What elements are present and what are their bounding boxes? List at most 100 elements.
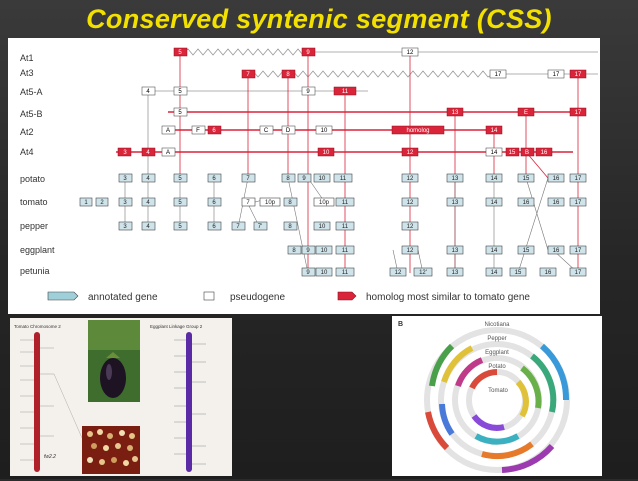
- tomato-genes: 1 2 3 4 5 6 7 10p 8 10p 11 12 13 14 16 1…: [79, 197, 587, 207]
- gene-box: [301, 47, 316, 57]
- svg-text:12: 12: [395, 270, 402, 276]
- svg-text:B: B: [525, 150, 529, 156]
- svg-text:16: 16: [553, 248, 560, 254]
- gene-box: [485, 125, 503, 135]
- row-label-at1: At1: [20, 53, 34, 63]
- gene-box: [173, 86, 188, 96]
- gene-box: [161, 125, 176, 135]
- svg-text:5: 5: [178, 89, 182, 95]
- svg-text:16: 16: [541, 150, 548, 156]
- gene-box: [569, 107, 587, 117]
- gene-box: [301, 86, 316, 96]
- svg-text:17: 17: [575, 110, 582, 116]
- svg-text:7: 7: [236, 224, 240, 230]
- gene-box: [117, 147, 132, 157]
- ortholog-connectors: [179, 52, 579, 273]
- svg-text:14: 14: [491, 248, 498, 254]
- row-label-at3: At3: [20, 68, 34, 78]
- svg-text:9: 9: [302, 176, 306, 182]
- svg-text:7: 7: [246, 200, 250, 206]
- svg-text:5: 5: [178, 176, 182, 182]
- svg-text:14: 14: [491, 200, 498, 206]
- row-label-potato: potato: [20, 174, 45, 184]
- svg-text:10: 10: [323, 150, 330, 156]
- gene-box: [333, 86, 357, 96]
- gene-box: [535, 147, 553, 157]
- svg-text:9: 9: [306, 270, 310, 276]
- gene-box: [446, 107, 464, 117]
- gene-box: [317, 147, 335, 157]
- row-label-eggplant: eggplant: [20, 245, 55, 255]
- synteny-rings: [424, 327, 570, 473]
- circular-synteny-panel: B Nicotiana Pepper Eggplant Potato Tomat…: [392, 316, 602, 476]
- svg-text:13: 13: [452, 200, 459, 206]
- gene-box: [517, 107, 535, 117]
- svg-text:13: 13: [452, 270, 459, 276]
- gene-box: [569, 69, 587, 79]
- svg-text:A: A: [166, 128, 170, 134]
- svg-text:7': 7': [258, 224, 262, 230]
- svg-text:10p: 10p: [265, 200, 276, 206]
- svg-text:13: 13: [452, 110, 459, 116]
- svg-text:13: 13: [452, 176, 459, 182]
- svg-text:homolog: homolog: [406, 128, 429, 134]
- petunia-genes: 9 10 11 12 12' 13 14 15 16 17: [301, 267, 587, 277]
- svg-text:12: 12: [407, 248, 414, 254]
- svg-text:D: D: [286, 128, 291, 134]
- svg-text:12: 12: [407, 224, 414, 230]
- tomato-chromosome-label: Tomato Chromosome 2: [14, 324, 61, 329]
- svg-text:15: 15: [523, 248, 530, 254]
- svg-text:10: 10: [321, 248, 328, 254]
- gene-box: [141, 86, 156, 96]
- svg-text:16: 16: [553, 200, 560, 206]
- eggplant-linkage-bar: [186, 332, 192, 472]
- svg-text:8: 8: [292, 248, 296, 254]
- pepper-genes: 3 4 5 6 7 7' 8 10 11 12: [118, 221, 419, 231]
- svg-text:15: 15: [509, 150, 516, 156]
- legend-annotated-label: annotated gene: [88, 292, 158, 303]
- legend-pseudo-swatch: [203, 291, 215, 301]
- svg-text:11: 11: [342, 248, 349, 254]
- svg-text:9: 9: [306, 248, 310, 254]
- gene-box: [401, 147, 419, 157]
- svg-text:17: 17: [575, 176, 582, 182]
- ring-label-potato: Potato: [488, 364, 506, 370]
- svg-text:8: 8: [286, 72, 290, 78]
- seeds-photo: [82, 426, 140, 474]
- svg-text:12': 12': [419, 270, 427, 276]
- legend-annotated-swatch: [47, 291, 79, 301]
- svg-text:11: 11: [342, 89, 349, 95]
- gene-box: [173, 107, 188, 117]
- legend-homolog-swatch: [337, 291, 357, 301]
- svg-text:6: 6: [212, 224, 216, 230]
- eggplant-linkage-label: Eggplant Linkage Group 2: [150, 324, 203, 329]
- svg-text:15: 15: [515, 270, 522, 276]
- solanaceae-genes: 3 4 5 6 7 8 9 10 11 12 13 14 15 16 17 1 …: [79, 173, 587, 277]
- svg-text:17: 17: [575, 72, 582, 78]
- svg-text:17: 17: [495, 72, 502, 78]
- row-label-at4: At4: [20, 147, 34, 157]
- svg-text:17: 17: [575, 200, 582, 206]
- svg-text:3: 3: [123, 224, 127, 230]
- synteny-diagram-panel: At1 At3 At5-A At5-B At2 At4 potato tomat…: [8, 38, 600, 314]
- svg-text:F: F: [196, 128, 200, 134]
- gene-box: [241, 69, 256, 79]
- row-label-at2: At2: [20, 127, 34, 137]
- eggplant-photo: [88, 320, 140, 402]
- circular-synteny-plot: B Nicotiana Pepper Eggplant Potato Tomat…: [398, 321, 570, 473]
- svg-text:7: 7: [246, 72, 250, 78]
- potato-genes: 3 4 5 6 7 8 9 10 11 12 13 14 15 16 17: [118, 173, 587, 183]
- svg-text:12: 12: [407, 50, 414, 56]
- row-label-petunia: petunia: [20, 266, 50, 276]
- ring-label-eggplant: Eggplant: [485, 350, 509, 356]
- svg-text:6: 6: [212, 128, 216, 134]
- gene-box: [315, 125, 333, 135]
- synteny-diagram: At1 At3 At5-A At5-B At2 At4 potato tomat…: [20, 47, 598, 303]
- svg-text:3: 3: [123, 200, 127, 206]
- row-label-at5a: At5-A: [20, 87, 43, 97]
- svg-text:5: 5: [178, 224, 182, 230]
- svg-text:16: 16: [523, 200, 530, 206]
- svg-text:17: 17: [575, 248, 582, 254]
- svg-text:14: 14: [491, 270, 498, 276]
- svg-text:15: 15: [523, 176, 530, 182]
